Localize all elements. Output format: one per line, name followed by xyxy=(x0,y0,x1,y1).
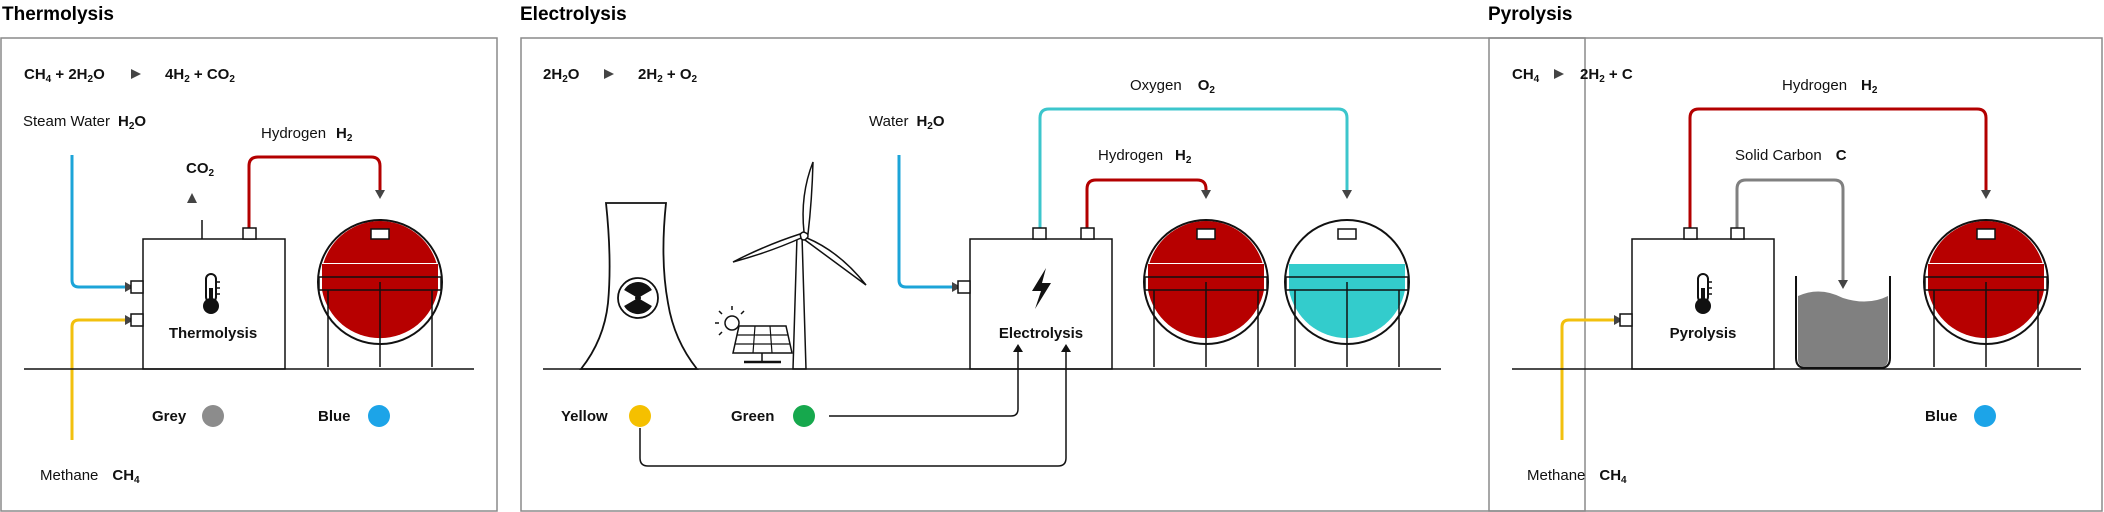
unit-label: Electrolysis xyxy=(999,325,1083,342)
nuclear-cooling-tower-icon xyxy=(579,202,699,370)
unit-label: Thermolysis xyxy=(169,325,257,342)
equation-reactants: CH4 xyxy=(1512,66,1540,85)
legend: Yellow Green xyxy=(561,405,815,427)
hydrogen-pipe xyxy=(247,155,382,228)
panel-electrolysis: Electrolysis 2H2O 2H2 + O2 xyxy=(520,4,1586,512)
unit-label: Pyrolysis xyxy=(1670,325,1737,342)
co2-label: CO2 xyxy=(186,160,215,179)
solar-panel-icon xyxy=(715,306,793,364)
panel-thermolysis: Thermolysis CH4 + 2H2O 4H2 + CO2 Steam W… xyxy=(0,4,498,512)
yellow-power-line xyxy=(639,352,1067,467)
co2-arrow-icon xyxy=(187,193,197,203)
oxygen-tank xyxy=(1284,219,1410,368)
reaction-arrow-icon xyxy=(131,69,141,79)
equation-reactants: 2H2O xyxy=(543,66,580,85)
arrow-icon xyxy=(125,315,134,325)
equation-products: 4H2 + CO2 xyxy=(165,66,235,85)
hydrogen-tank xyxy=(1143,219,1269,368)
panel-frame xyxy=(520,37,1586,512)
oxygen-pipe xyxy=(1038,107,1349,228)
legend-label-blue: Blue xyxy=(1925,408,1958,425)
arrow-icon xyxy=(1981,190,1991,199)
legend-dot-blue xyxy=(368,405,390,427)
legend-label-green: Green xyxy=(731,408,774,425)
arrow-icon xyxy=(125,282,134,292)
panel-frame xyxy=(1488,37,2103,512)
legend-label-grey: Grey xyxy=(152,408,187,425)
panel-title: Pyrolysis xyxy=(1488,4,1573,25)
arrow-icon xyxy=(1013,344,1023,352)
water-pipe xyxy=(897,155,958,289)
equation-products: 2H2 + C xyxy=(1580,66,1633,85)
legend-dot-blue xyxy=(1974,405,1996,427)
equation-products: 2H2 + O2 xyxy=(638,66,698,85)
reaction-arrow-icon xyxy=(1554,69,1564,79)
arrow-icon xyxy=(1342,190,1352,199)
methane-pipe xyxy=(70,318,131,440)
legend-label-yellow: Yellow xyxy=(561,408,608,425)
legend-dot-yellow xyxy=(629,405,651,427)
arrow-icon xyxy=(375,190,385,199)
panel-title: Electrolysis xyxy=(520,4,627,25)
reaction-equation: CH4 2H2 + C xyxy=(1512,66,1633,85)
arrow-icon xyxy=(1061,344,1071,352)
legend-dot-green xyxy=(793,405,815,427)
legend-label-blue: Blue xyxy=(318,408,351,425)
hydrogen-tank xyxy=(1923,219,2049,368)
arrow-icon xyxy=(1838,280,1848,289)
equation-reactants: CH4 + 2H2O xyxy=(24,66,105,85)
methane-pipe xyxy=(1560,318,1620,440)
solid-carbon-pipe xyxy=(1735,178,1845,285)
hydrogen-pipe xyxy=(1085,178,1208,228)
panel-title: Thermolysis xyxy=(2,4,114,25)
arrow-icon xyxy=(1201,190,1211,199)
solid-carbon-bin xyxy=(1795,276,1891,369)
reaction-equation: CH4 + 2H2O 4H2 + CO2 xyxy=(24,66,235,85)
reaction-arrow-icon xyxy=(604,69,614,79)
legend: Blue xyxy=(1925,405,1996,427)
panel-frame xyxy=(0,37,498,512)
hydrogen-tank xyxy=(317,219,443,368)
thermolysis-unit: Thermolysis xyxy=(130,227,286,370)
legend-dot-grey xyxy=(202,405,224,427)
pyrolysis-unit: Pyrolysis xyxy=(1619,227,1775,370)
green-power-line xyxy=(829,352,1019,417)
steam-water-pipe xyxy=(70,155,131,289)
hydrogen-pipe xyxy=(1688,107,1988,228)
wind-turbine-icon xyxy=(732,161,867,370)
arrow-icon xyxy=(952,282,961,292)
electrolysis-unit: Electrolysis xyxy=(957,227,1113,370)
reaction-equation: 2H2O 2H2 + O2 xyxy=(543,66,698,85)
legend: Grey Blue xyxy=(152,405,390,427)
arrow-icon xyxy=(1614,315,1623,325)
lightning-icon xyxy=(1032,268,1051,309)
